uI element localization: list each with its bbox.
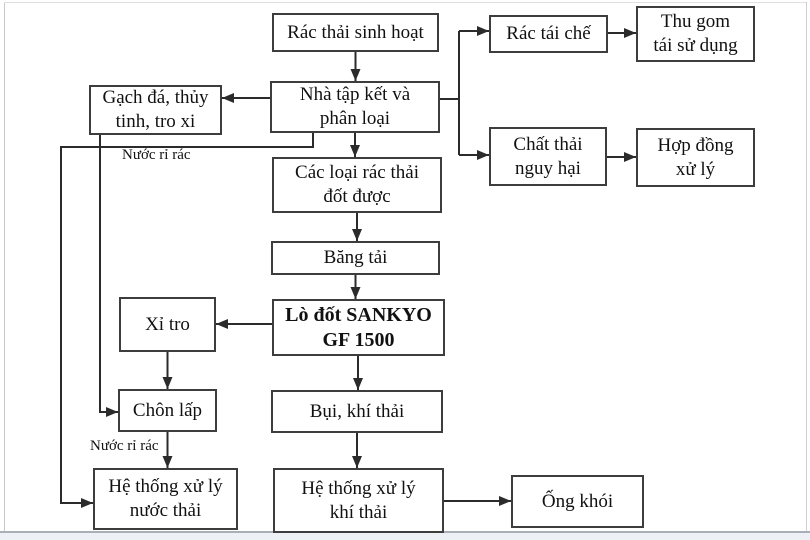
frame-border-top [4,2,806,3]
node-nha-tap-ket-va-phan-loai: Nhà tập kết và phân loại [270,81,440,133]
node-rac-thai-sinh-hoat: Rác thải sinh hoạt [272,13,439,52]
node-bui-khi-thai: Bụi, khí thải [271,390,443,433]
node-gach-da-thuy-tinh-tro-xi: Gạch đá, thủy tinh, tro xi [89,85,222,135]
node-ong-khoi: Ống khói [511,475,644,528]
node-chat-thai-nguy-hai: Chất thải nguy hại [489,127,607,186]
edge-nuoc-ri-rac-long [60,133,314,508]
node-cac-loai-rac-thai-dot-duoc: Các loại rác thải đốt được [272,157,442,213]
frame-bottom-strip [0,533,810,540]
node-xi-tro: Xỉ tro [119,297,216,352]
frame-border-right [806,2,807,532]
node-hop-dong-xu-ly: Hợp đồng xử lý [636,128,755,187]
node-he-thong-xu-ly-nuoc-thai: Hệ thống xử lý nước thải [93,468,238,530]
node-bang-tai: Băng tải [271,241,440,275]
node-he-thong-xu-ly-khi-thai: Hệ thống xử lý khí thải [273,468,444,533]
frame-border-left [4,2,5,532]
node-rac-tai-che: Rác tái chế [489,15,608,53]
node-chon-lap: Chôn lấp [118,389,217,432]
node-thu-gom-tai-su-dung: Thu gom tái sử dụng [636,6,755,62]
edge-gach-da-to-chon-lap [99,135,118,417]
node-lo-dot-sankyo-gf-1500: Lò đốt SANKYO GF 1500 [272,299,445,356]
edge-label-nuoc-ri-rac-bottom: Nước rỉ rác [90,438,159,454]
edge-label-nuoc-ri-rac-top: Nước rỉ rác [122,147,191,163]
